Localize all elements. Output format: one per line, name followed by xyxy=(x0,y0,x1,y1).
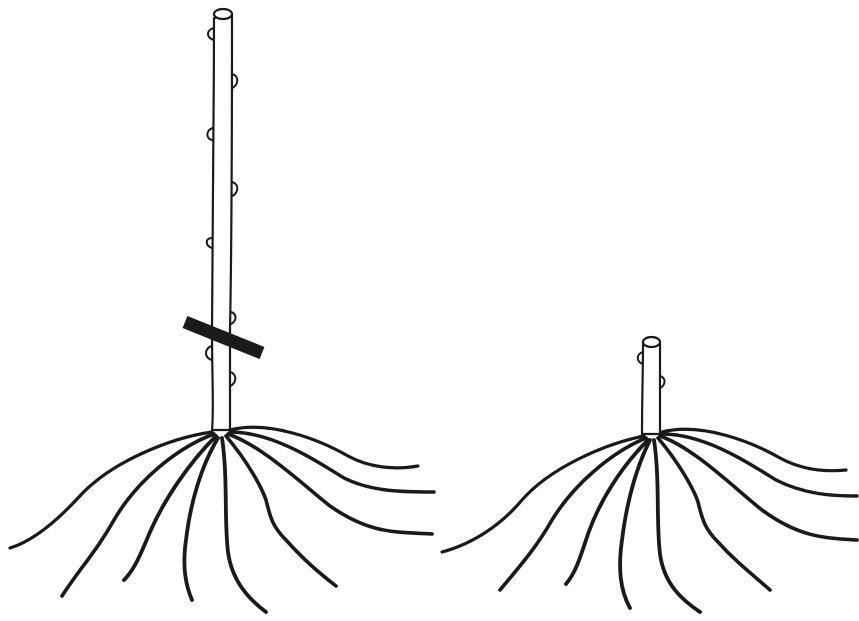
stem-right xyxy=(638,337,665,434)
root xyxy=(658,438,770,590)
bud xyxy=(232,182,237,196)
root xyxy=(222,438,266,612)
root xyxy=(184,438,218,600)
stem-tall xyxy=(212,14,232,430)
stem-top-cut xyxy=(643,337,660,347)
root xyxy=(226,436,336,586)
root xyxy=(230,432,434,492)
bud xyxy=(231,312,236,324)
stem-pruned xyxy=(642,342,660,434)
roots-left xyxy=(10,427,434,612)
bud xyxy=(207,238,212,248)
plant-after-pruning xyxy=(442,337,857,612)
roots-right xyxy=(442,429,857,612)
bud xyxy=(207,128,213,140)
plant-before-pruning xyxy=(10,9,434,612)
root xyxy=(660,436,857,540)
stem-left xyxy=(206,9,237,430)
stem-top-cut xyxy=(214,9,232,19)
